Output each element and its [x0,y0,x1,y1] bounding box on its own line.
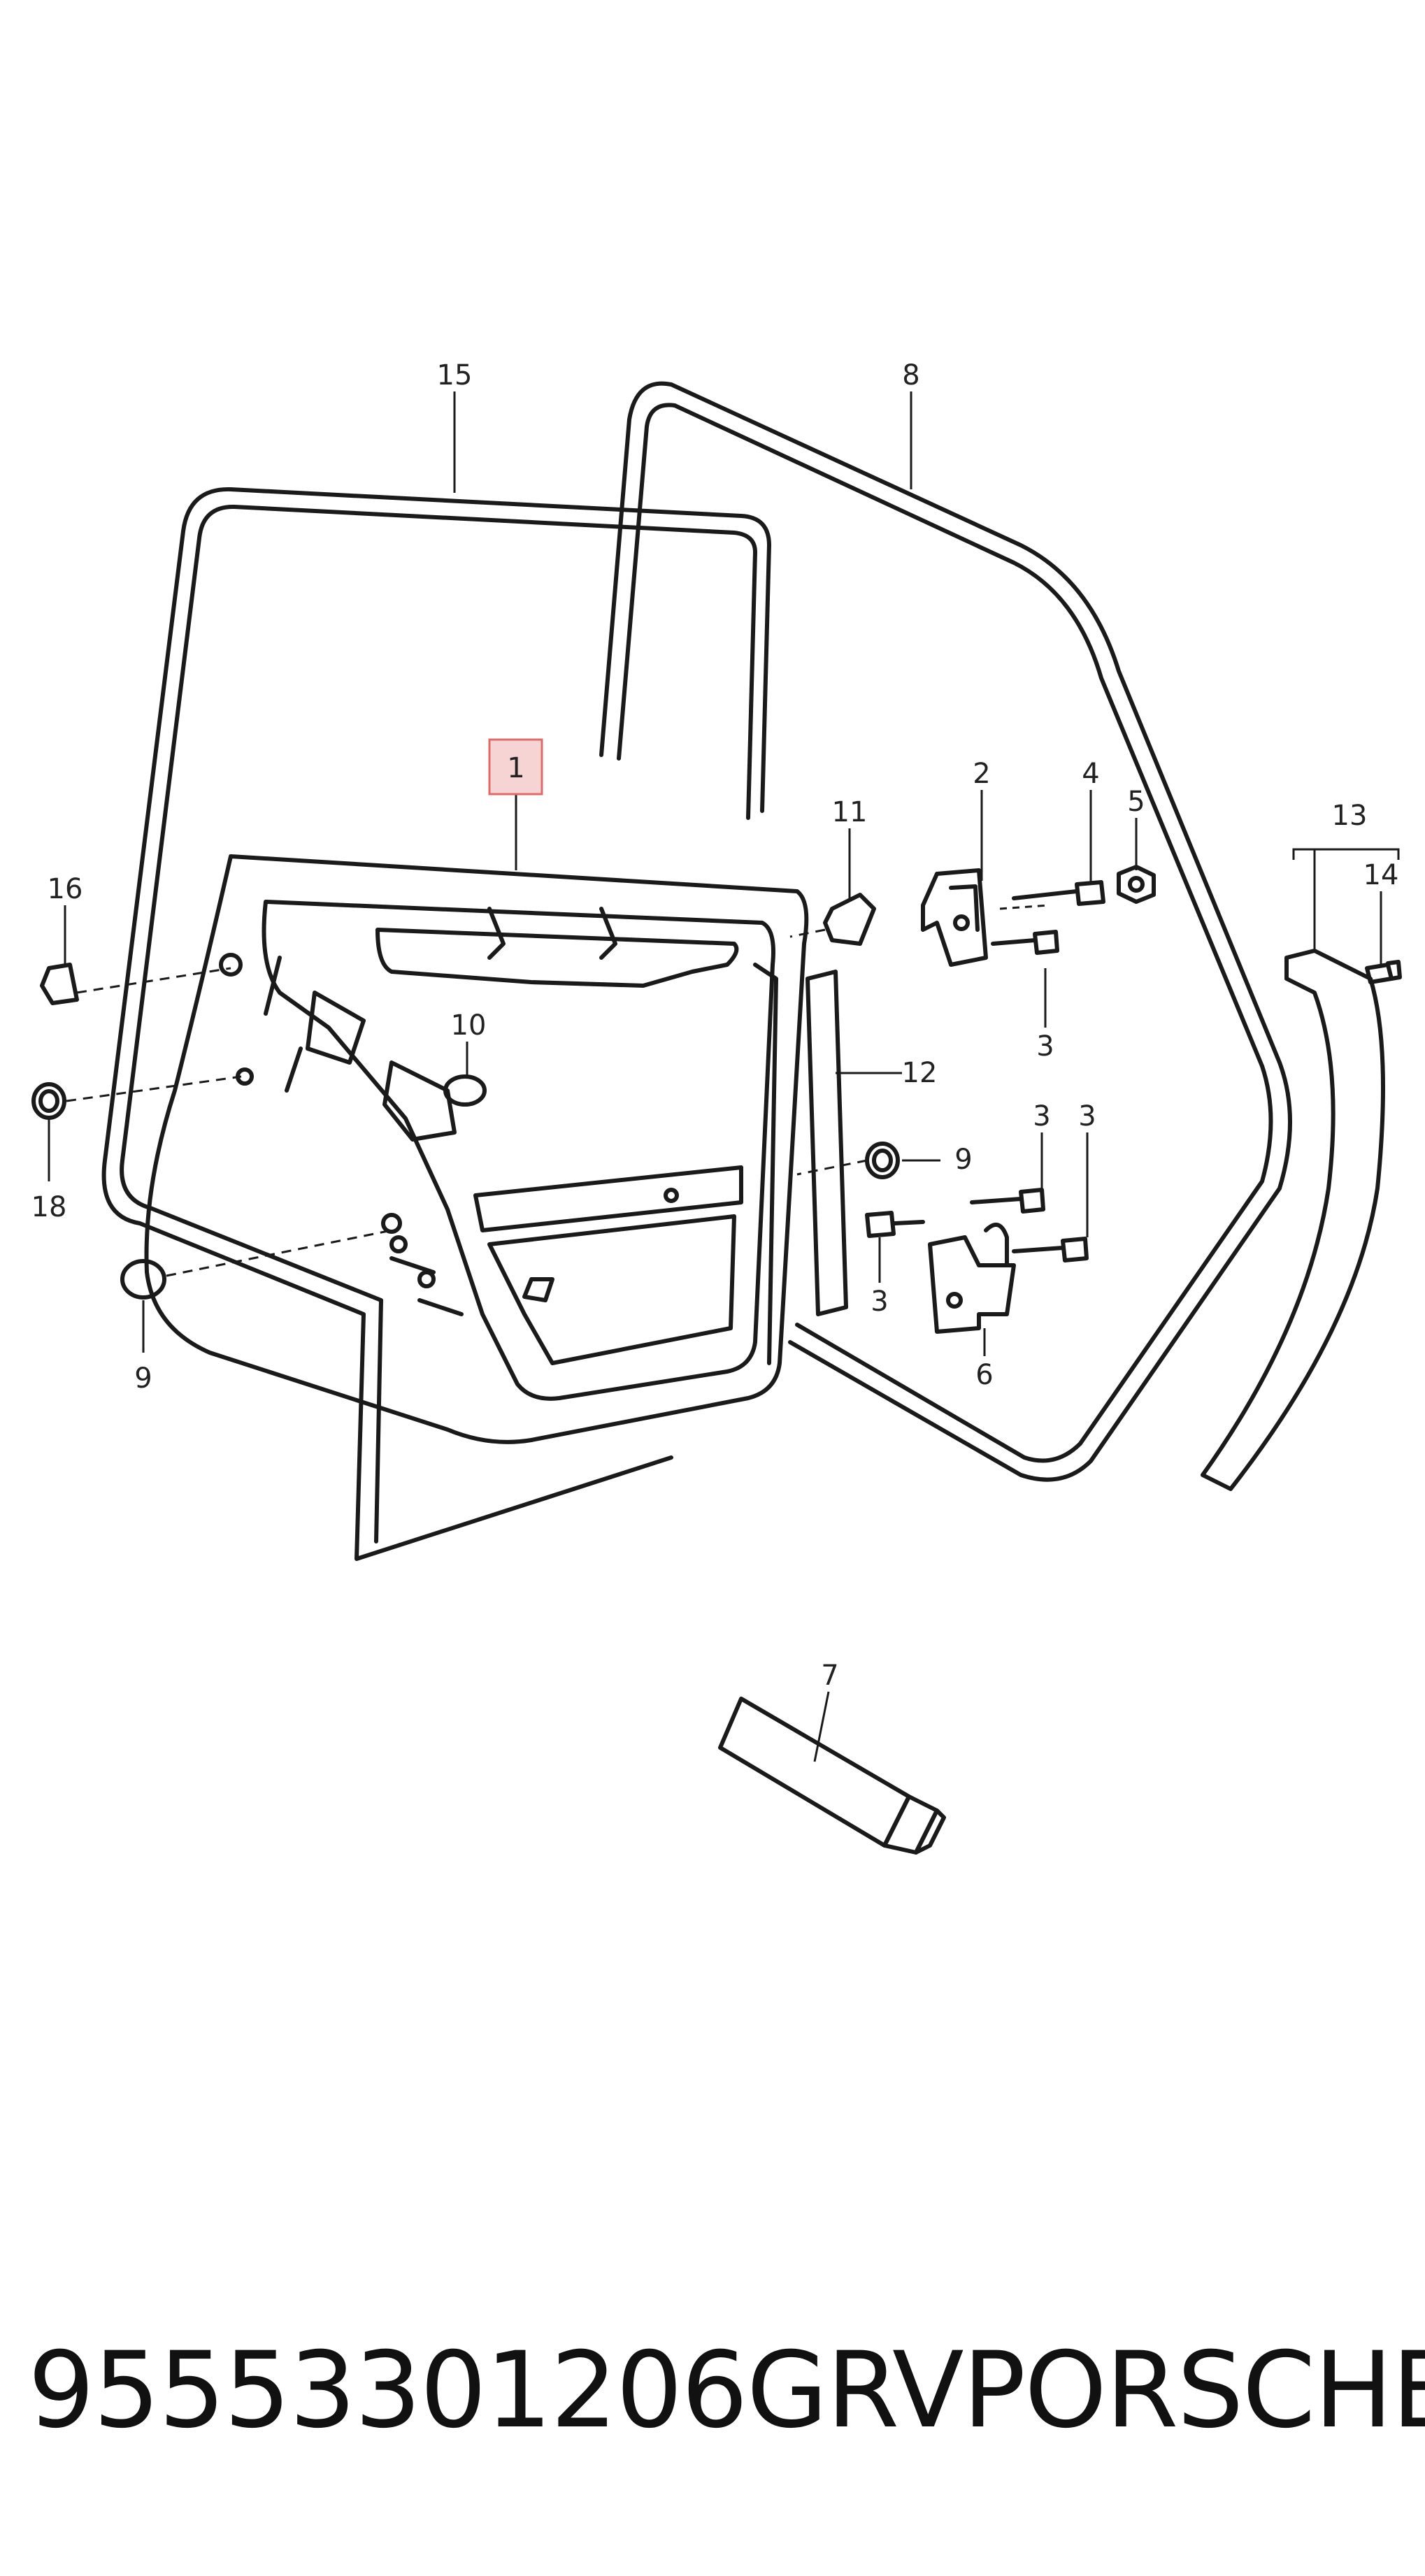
door-window-seal [101,487,771,1561]
door-shell [144,854,809,1444]
callout-10[interactable]: 10 [451,1009,487,1042]
callout-4[interactable]: 4 [1082,758,1099,790]
clip-14 [1365,960,1402,984]
callout-14[interactable]: 14 [1363,859,1399,891]
callout-3-a[interactable]: 3 [1036,1030,1054,1063]
callout-9-right[interactable]: 9 [954,1144,972,1176]
callout-3-b[interactable]: 3 [1033,1100,1050,1132]
callout-12[interactable]: 12 [902,1057,938,1089]
callout-13[interactable]: 13 [1332,800,1368,832]
highlight-box-1 [488,738,543,796]
guide-rail [805,970,848,1316]
door-opening-seal [599,381,1292,1482]
bolt-3-lower [865,1211,925,1238]
plug-18 [31,1082,66,1120]
callout-8[interactable]: 8 [902,359,919,391]
stop-buffer [823,893,876,946]
bolt-4 [1012,880,1105,906]
callout-3-d[interactable]: 3 [871,1286,888,1318]
plug-9-left [120,1259,166,1300]
lower-hinge [928,1223,1016,1334]
callout-6[interactable]: 6 [975,1359,993,1391]
callout-5[interactable]: 5 [1127,786,1145,818]
bolt-3-upper [991,930,1059,955]
plug-10 [443,1074,487,1107]
callout-7[interactable]: 7 [821,1660,838,1692]
part-number: 95553301206GRV [28,2330,964,2452]
callout-18[interactable]: 18 [31,1191,67,1223]
brand-name: PORSCHE [962,2330,1425,2452]
callout-1[interactable]: 1 [507,752,524,784]
callout-9-left[interactable]: 9 [134,1362,152,1395]
sealant-tube [718,1697,946,1855]
callout-15[interactable]: 15 [437,359,473,391]
cover-cap-16 [40,963,79,1005]
bolt-3-middle [970,1188,1045,1214]
callout-2[interactable]: 2 [973,758,990,790]
bolt-3-right [1012,1237,1089,1262]
callout-3-c[interactable]: 3 [1078,1100,1096,1132]
leader-lines [48,391,1400,1762]
footer: 95553301206GRV PORSCHE [28,2328,1425,2454]
wheel-arch-trim [1201,949,1385,1491]
nut-5 [1117,865,1156,904]
upper-hinge [921,868,988,967]
callout-16[interactable]: 16 [48,873,83,905]
plug-9-right [865,1142,900,1179]
callout-11[interactable]: 11 [832,796,868,828]
